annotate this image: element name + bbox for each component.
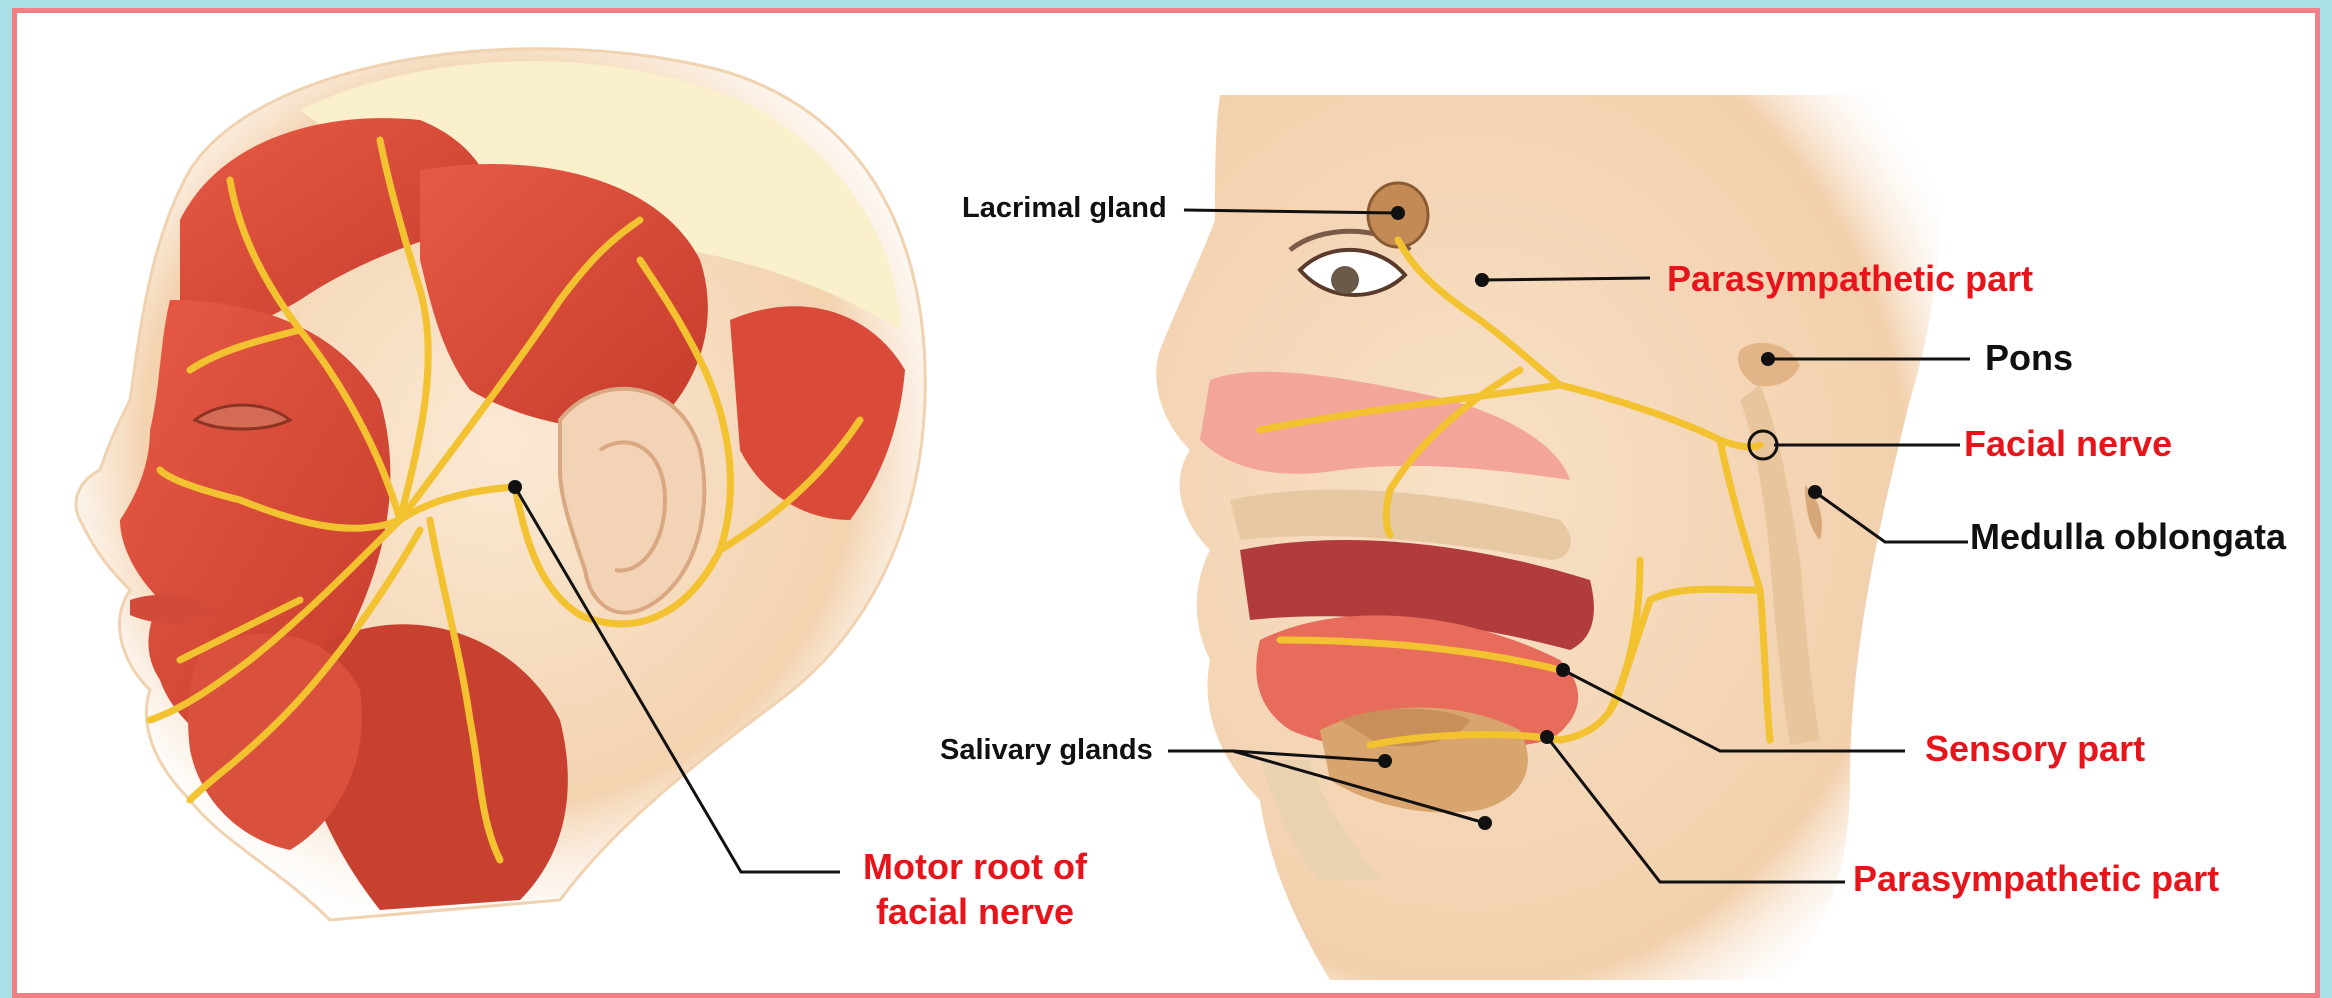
- left-head-illustration: [76, 49, 925, 920]
- right-head-illustration: [1156, 95, 1940, 980]
- label-salivary-glands: Salivary glands: [940, 734, 1153, 767]
- label-lacrimal-gland: Lacrimal gland: [962, 192, 1167, 225]
- label-motor-root-line2: facial nerve: [845, 891, 1105, 932]
- label-motor-root-line1: Motor root of: [845, 846, 1105, 887]
- label-sensory-part: Sensory part: [1925, 728, 2145, 769]
- leader-parasympathetic-top: [1482, 278, 1650, 280]
- label-facial-nerve: Facial nerve: [1964, 423, 2172, 464]
- label-motor-root: Motor root of facial nerve: [845, 846, 1105, 933]
- label-parasympathetic-part-top: Parasympathetic part: [1667, 258, 2033, 299]
- label-parasympathetic-part-bottom: Parasympathetic part: [1853, 858, 2219, 899]
- label-pons: Pons: [1985, 337, 2073, 378]
- label-medulla-oblongata: Medulla oblongata: [1970, 516, 2286, 557]
